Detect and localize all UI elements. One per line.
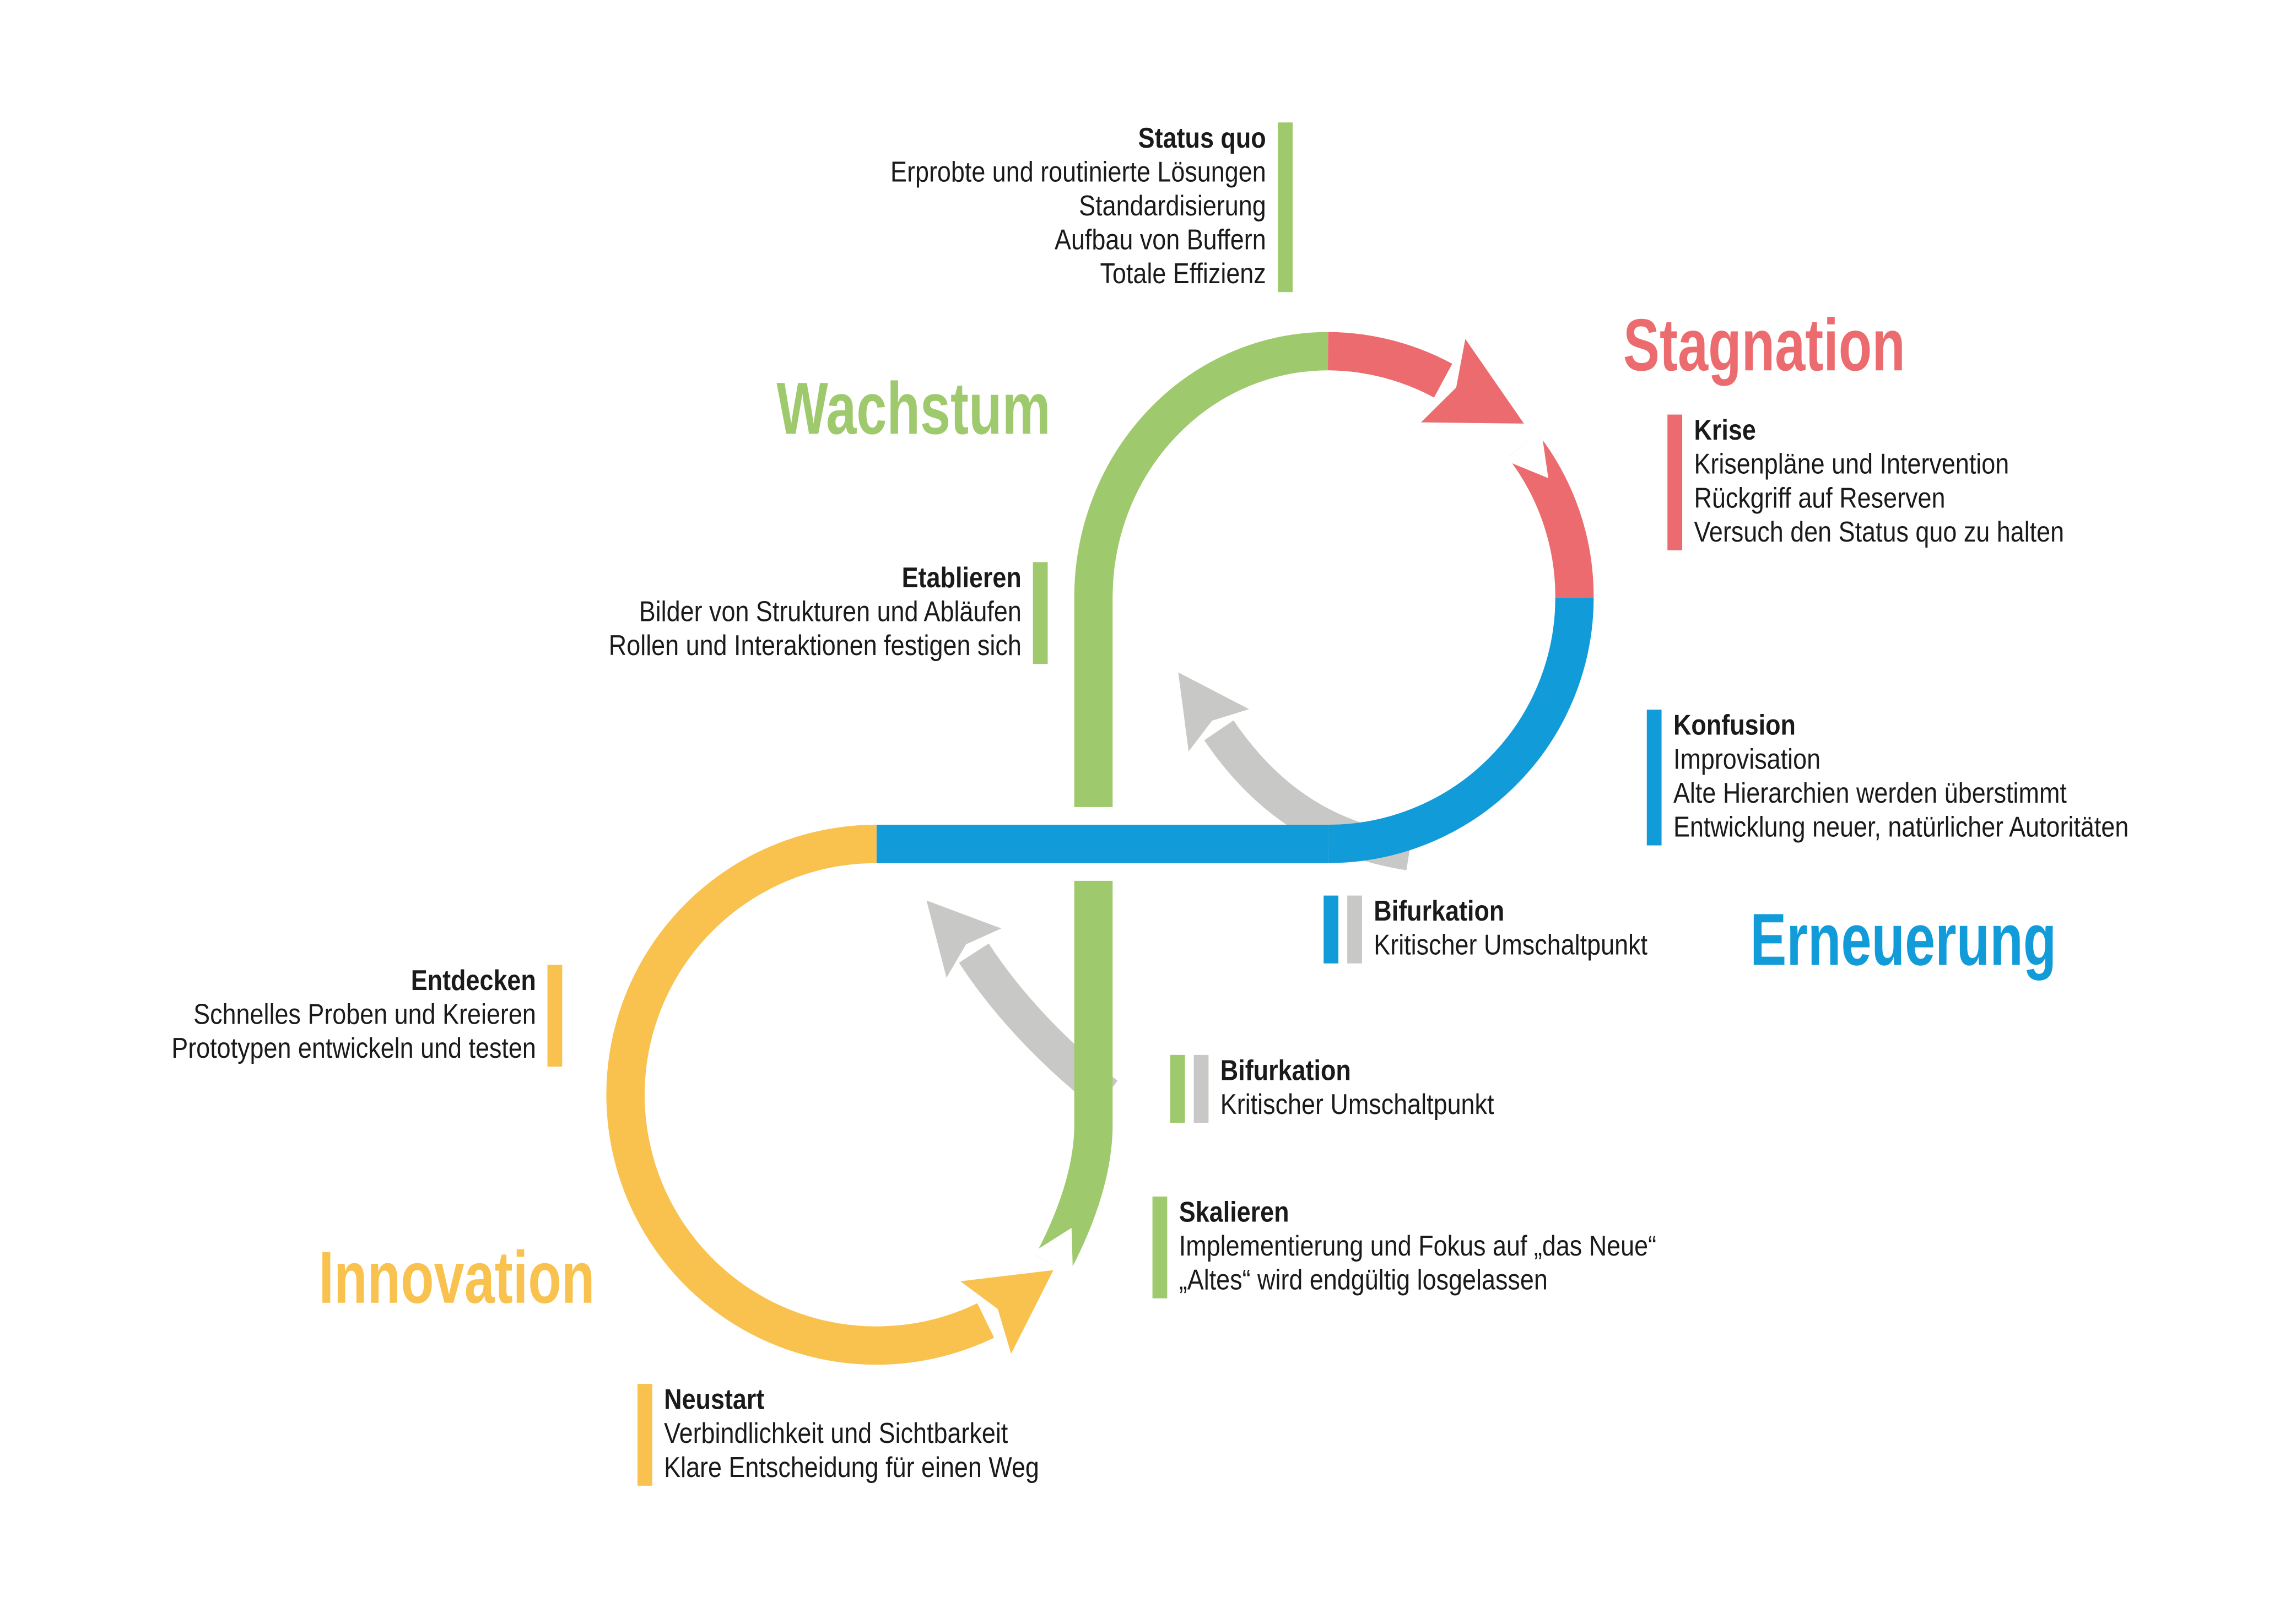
accent-bars bbox=[1667, 414, 1683, 550]
phase-label-entdecken: Entdecken Schnelles Proben und Kreieren … bbox=[112, 965, 563, 1067]
innovation-arrowhead-icon bbox=[960, 1270, 1054, 1354]
phase-line: Totale Effizienz bbox=[1100, 258, 1266, 291]
phase-title: Status quo bbox=[1138, 122, 1266, 155]
phase-line: Standardisierung bbox=[1079, 190, 1266, 223]
phase-line: „Altes“ wird endgültig losgelassen bbox=[1179, 1264, 1548, 1297]
green-accent-bar bbox=[1170, 1054, 1185, 1123]
phase-line: Aufbau von Buffern bbox=[1055, 224, 1266, 257]
phase-line: Schnelles Proben und Kreieren bbox=[193, 999, 536, 1031]
phase-title: Bifurkation bbox=[1220, 1054, 1351, 1087]
phase-line: Rollen und Interaktionen festigen sich bbox=[608, 630, 1022, 663]
phase-line: Rückgriff auf Reserven bbox=[1694, 482, 1946, 515]
phase-label-bifurkation-oben: Bifurkation Kritischer Umschaltpunkt bbox=[1323, 895, 1692, 964]
phase-label-neustart: Neustart Verbindlichkeit und Sichtbarkei… bbox=[637, 1384, 1100, 1486]
phase-label-status-quo: Status quo Erprobte und routinierte Lösu… bbox=[829, 122, 1293, 293]
green-accent-bar bbox=[1033, 562, 1048, 664]
accent-bars bbox=[1278, 122, 1293, 293]
phase-label-bifurkation-unten: Bifurkation Kritischer Umschaltpunkt bbox=[1170, 1054, 1539, 1123]
heading-stagnation: Stagnation bbox=[1623, 304, 1905, 387]
phase-line: Erprobte und routinierte Lösungen bbox=[890, 156, 1266, 189]
phase-line: Alte Hierarchien werden überstimmt bbox=[1673, 777, 2067, 810]
innovation-arc bbox=[606, 825, 1054, 1365]
yellow-accent-bar bbox=[637, 1384, 652, 1486]
phase-label-etablieren: Etablieren Bilder von Strukturen und Abl… bbox=[541, 562, 1048, 664]
accent-bars bbox=[1323, 895, 1362, 964]
phase-line: Krisenpläne und Intervention bbox=[1694, 448, 2009, 481]
phase-line: Versuch den Status quo zu halten bbox=[1694, 516, 2065, 549]
phase-line: Bilder von Strukturen und Abläufen bbox=[639, 596, 1022, 629]
heading-innovation: Innovation bbox=[318, 1236, 595, 1319]
accent-bars bbox=[1152, 1196, 1168, 1298]
green-accent-bar bbox=[1278, 122, 1293, 293]
phase-line: Prototypen entwickeln und testen bbox=[171, 1032, 536, 1065]
phase-label-konfusion: Konfusion Improvisation Alte Hierarchien… bbox=[1646, 710, 2203, 846]
phase-title: Etablieren bbox=[901, 562, 1022, 595]
renewal-arc bbox=[876, 597, 1594, 863]
green-accent-bar bbox=[1152, 1196, 1168, 1298]
yellow-accent-bar bbox=[547, 965, 563, 1067]
accent-bars bbox=[547, 965, 563, 1067]
accent-bars bbox=[1170, 1054, 1209, 1123]
accent-bars bbox=[637, 1384, 652, 1486]
blue-accent-bar bbox=[1323, 895, 1339, 964]
blue-accent-bar bbox=[1646, 710, 1662, 846]
red-accent-bar bbox=[1667, 414, 1683, 550]
growth-tail-notch bbox=[1031, 1227, 1073, 1276]
phase-title: Konfusion bbox=[1673, 710, 1796, 743]
phase-title: Neustart bbox=[664, 1384, 765, 1416]
stagnation-tail-notch bbox=[1504, 431, 1548, 478]
phase-line: Kritischer Umschaltpunkt bbox=[1220, 1089, 1494, 1122]
phase-title: Skalieren bbox=[1179, 1196, 1289, 1229]
phase-line: Entwicklung neuer, natürlicher Autorität… bbox=[1673, 811, 2129, 844]
phase-line: Improvisation bbox=[1673, 743, 1821, 776]
phase-line: Klare Entscheidung für einen Weg bbox=[664, 1452, 1039, 1485]
accent-bars bbox=[1033, 562, 1048, 664]
stagnation-arc bbox=[1327, 332, 1594, 598]
phase-line: Kritischer Umschaltpunkt bbox=[1374, 929, 1648, 962]
accent-bars bbox=[1646, 710, 1662, 846]
phase-label-skalieren: Skalieren Implementierung und Fokus auf … bbox=[1152, 1196, 1735, 1298]
stagnation-arrowhead-icon bbox=[1420, 339, 1524, 424]
phase-title: Bifurkation bbox=[1374, 895, 1505, 928]
gray-accent-bar bbox=[1193, 1054, 1209, 1123]
heading-erneuerung: Erneuerung bbox=[1750, 898, 2057, 981]
growth-arc bbox=[1031, 332, 1328, 1276]
phase-title: Entdecken bbox=[410, 965, 536, 998]
gray-accent-bar bbox=[1347, 895, 1362, 964]
heading-wachstum: Wachstum bbox=[776, 367, 1051, 450]
phase-line: Implementierung und Fokus auf „das Neue“ bbox=[1179, 1230, 1657, 1263]
phase-line: Verbindlichkeit und Sichtbarkeit bbox=[664, 1417, 1008, 1451]
phase-title: Krise bbox=[1694, 414, 1756, 447]
phase-label-krise: Krise Krisenpläne und Intervention Rückg… bbox=[1667, 414, 2124, 550]
